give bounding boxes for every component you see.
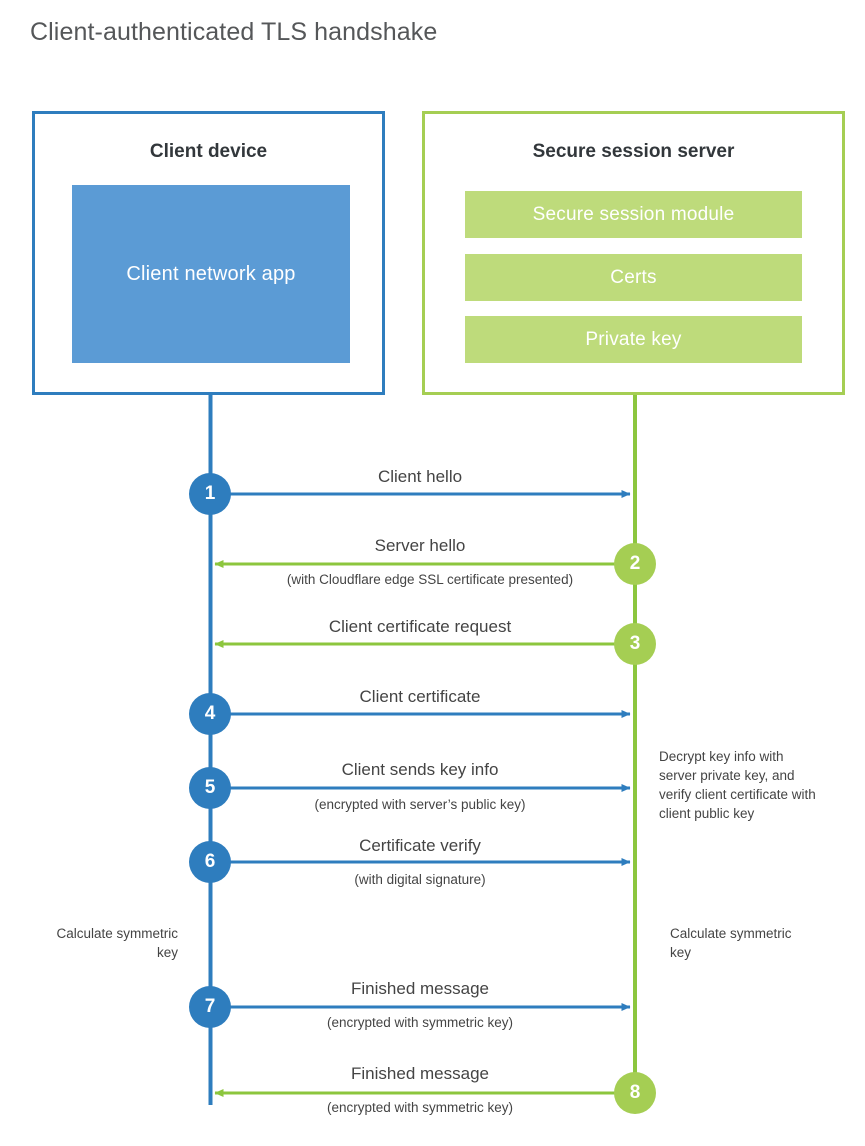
server-module-private-key: Private key (465, 316, 802, 363)
step-node-5[interactable]: 5 (189, 767, 231, 809)
step-node-3[interactable]: 3 (614, 623, 656, 665)
step-node-7[interactable]: 7 (189, 986, 231, 1028)
step-2-secondary-label: (with Cloudflare edge SSL certificate pr… (286, 572, 574, 587)
step-7-primary-label: Finished message (351, 979, 489, 998)
step-6-primary-label: Certificate verify (359, 836, 481, 855)
client-device-box: Client device Client network app (32, 111, 385, 395)
step-4-primary-label: Client certificate (359, 687, 481, 706)
page-title: Client-authenticated TLS handshake (30, 18, 438, 46)
server-calculate-symmetric-key-annotation: Calculate symmetric key (670, 926, 792, 961)
step-8-secondary-label: (encrypted with symmetric key) (326, 1100, 514, 1115)
step-node-8[interactable]: 8 (614, 1072, 656, 1114)
step-1-primary-label: Client hello (377, 467, 463, 486)
client-device-title: Client device (149, 141, 268, 162)
client-calculate-symmetric-key-annotation: Calculate symmetric key (56, 926, 178, 961)
secure-session-server-box: Secure session server Secure session mod… (422, 111, 845, 395)
step-6-secondary-label: (with digital signature) (354, 872, 486, 887)
step-node-2[interactable]: 2 (614, 543, 656, 585)
step-5-primary-label: Client sends key info (341, 760, 499, 779)
server-module-secure-session-module: Secure session module (465, 191, 802, 238)
step-3-primary-label: Client certificate request (328, 617, 512, 636)
secure-session-server-title: Secure session server (532, 141, 735, 162)
step-node-4[interactable]: 4 (189, 693, 231, 735)
server-decrypt-annotation: Decrypt key info with server private key… (659, 749, 816, 822)
client-network-app-block: Client network app (72, 185, 350, 363)
step-node-6[interactable]: 6 (189, 841, 231, 883)
step-7-secondary-label: (encrypted with symmetric key) (326, 1015, 514, 1030)
step-8-primary-label: Finished message (351, 1064, 489, 1083)
step-5-secondary-label: (encrypted with server’s public key) (314, 797, 526, 812)
step-node-1[interactable]: 1 (189, 473, 231, 515)
server-module-certs: Certs (465, 254, 802, 301)
step-2-primary-label: Server hello (374, 536, 466, 555)
